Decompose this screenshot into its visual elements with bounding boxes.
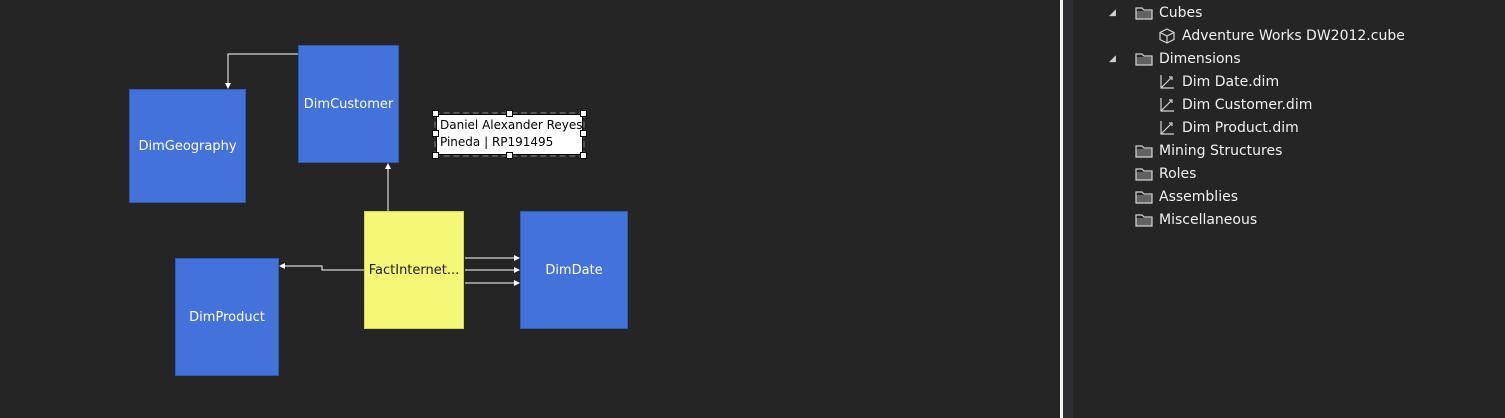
table-dim-date[interactable]: DimDate: [520, 211, 628, 329]
cube-icon: [1158, 28, 1176, 44]
resize-handle-nw[interactable]: [432, 110, 439, 117]
tree-item-label: Assemblies: [1159, 189, 1238, 205]
table-dim-geography[interactable]: DimGeography: [129, 89, 246, 203]
solution-explorer-tree[interactable]: ◢ Cubes Adventure Works DW2012.cube ◢ Di…: [1073, 0, 1505, 418]
tree-item-miscellaneous[interactable]: Miscellaneous: [1135, 209, 1257, 231]
solution-explorer-gutter: [1063, 0, 1073, 418]
tree-item-dim-date[interactable]: Dim Date.dim: [1158, 71, 1279, 93]
relationship-fact-product: [279, 263, 364, 271]
folder-icon: [1135, 5, 1153, 21]
tree-item-label: Dimensions: [1159, 51, 1241, 67]
expand-dimensions-icon[interactable]: ◢: [1109, 54, 1116, 64]
tree-item-cube-file[interactable]: Adventure Works DW2012.cube: [1158, 25, 1405, 47]
resize-handle-sw[interactable]: [432, 152, 439, 159]
table-fact-internet-sales[interactable]: FactInternet...: [364, 211, 464, 329]
tree-item-label: Roles: [1159, 166, 1197, 182]
tree-item-dim-customer[interactable]: Dim Customer.dim: [1158, 94, 1312, 116]
resize-handle-ne[interactable]: [580, 110, 587, 117]
relationship-lines: [225, 53, 520, 286]
tree-item-label: Mining Structures: [1159, 143, 1283, 159]
tree-item-dimensions[interactable]: Dimensions: [1135, 48, 1241, 70]
annotation-line-1: Daniel Alexander Reyes: [440, 118, 583, 132]
table-dim-customer[interactable]: DimCustomer: [298, 45, 399, 163]
tree-item-dim-product[interactable]: Dim Product.dim: [1158, 117, 1299, 139]
dimension-icon: [1158, 97, 1176, 113]
table-dim-date-label: DimDate: [545, 262, 603, 278]
tree-item-assemblies[interactable]: Assemblies: [1135, 186, 1238, 208]
table-dim-geography-label: DimGeography: [138, 138, 237, 154]
resize-handle-w[interactable]: [432, 130, 439, 137]
dimension-icon: [1158, 120, 1176, 136]
relationship-customer-geography: [225, 53, 298, 89]
folder-icon: [1135, 166, 1153, 182]
folder-icon: [1135, 212, 1153, 228]
tree-item-roles[interactable]: Roles: [1135, 163, 1196, 185]
folder-icon: [1135, 143, 1153, 159]
table-dim-product-label: DimProduct: [189, 309, 265, 325]
tree-item-label: Adventure Works DW2012.cube: [1182, 28, 1405, 44]
tree-item-cubes[interactable]: Cubes: [1135, 2, 1202, 24]
resize-handle-e[interactable]: [580, 130, 587, 137]
tree-item-label: Dim Product.dim: [1182, 120, 1299, 136]
table-dim-product[interactable]: DimProduct: [175, 258, 279, 376]
data-source-view-diagram[interactable]: DimGeography DimCustomer DimProduct Fact…: [0, 0, 1060, 418]
annotation-line-2: Pineda | RP191495: [440, 135, 554, 149]
resize-handle-se[interactable]: [580, 152, 587, 159]
dimension-icon: [1158, 74, 1176, 90]
tree-item-label: Miscellaneous: [1159, 212, 1258, 228]
resize-handle-n[interactable]: [506, 110, 513, 117]
tree-item-label: Dim Date.dim: [1182, 74, 1280, 90]
table-fact-internet-sales-label: FactInternet...: [368, 262, 460, 278]
folder-icon: [1135, 51, 1153, 67]
tree-item-label: Cubes: [1159, 5, 1203, 21]
tree-item-label: Dim Customer.dim: [1182, 97, 1313, 113]
table-dim-customer-label: DimCustomer: [303, 96, 394, 112]
tree-item-mining-structures[interactable]: Mining Structures: [1135, 140, 1282, 162]
pane-splitter[interactable]: [1060, 0, 1063, 418]
folder-icon: [1135, 189, 1153, 205]
resize-handle-s[interactable]: [506, 152, 513, 159]
expand-cubes-icon[interactable]: ◢: [1109, 8, 1116, 18]
diagram-text-annotation[interactable]: Daniel Alexander Reyes Pineda | RP191495: [434, 112, 585, 157]
